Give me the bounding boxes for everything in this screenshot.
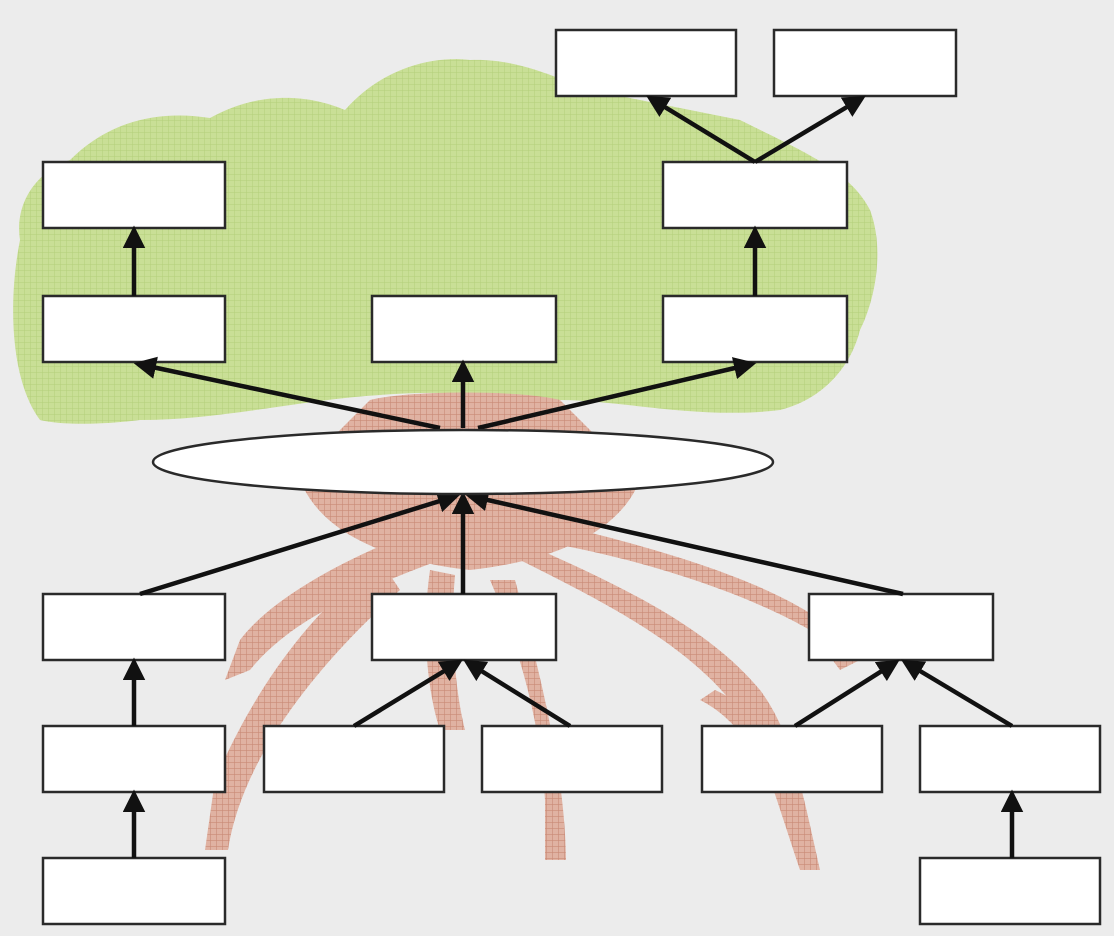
arrow-13 (463, 659, 572, 728)
box-base-right (918, 856, 1102, 926)
tree-roots (205, 392, 860, 870)
arrow-2 (753, 95, 866, 164)
box-root-4 (700, 724, 884, 794)
box-top-1 (554, 28, 738, 98)
box-low-left (41, 592, 227, 662)
box-root-2 (262, 724, 446, 794)
box-low-right (807, 592, 995, 662)
arrow-8 (139, 490, 461, 597)
arrow-12 (352, 659, 463, 728)
arrow-14 (793, 659, 900, 728)
arrow-10 (465, 489, 904, 597)
box-root-5 (918, 724, 1102, 794)
arrow-5 (133, 356, 441, 431)
box-base-left (41, 856, 227, 926)
tree-canopy (13, 59, 878, 424)
box-upper-right (661, 160, 849, 230)
box-root-1 (41, 724, 227, 794)
box-mid-right (661, 294, 849, 364)
box-low-center (370, 592, 558, 662)
arrow-15 (901, 659, 1014, 728)
box-mid-left (41, 294, 227, 364)
box-root-3 (480, 724, 664, 794)
box-top-2 (772, 28, 958, 98)
box-upper-left (41, 160, 227, 230)
arrow-7 (477, 357, 757, 431)
arrow-1 (646, 95, 757, 164)
central-node-ellipse (151, 428, 775, 496)
box-mid-center (370, 294, 558, 364)
